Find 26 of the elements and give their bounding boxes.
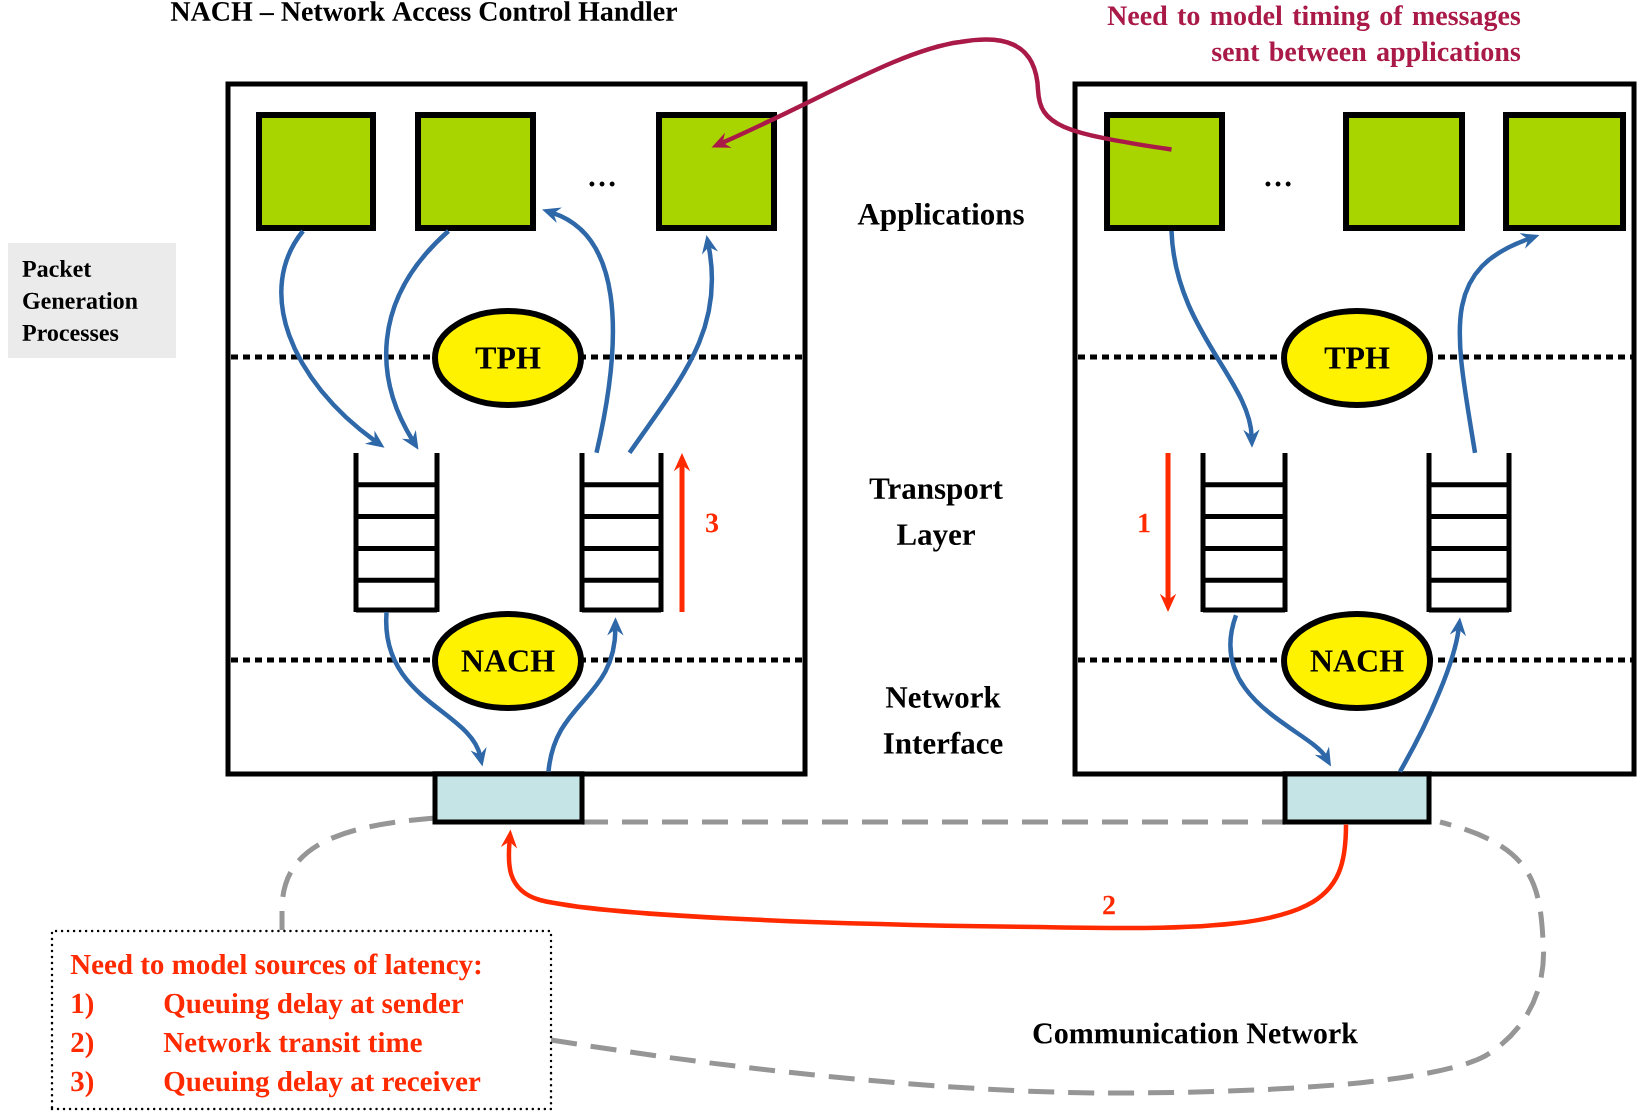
edge-label: 2 (1100, 893, 1118, 917)
layer-label: Transport Layer (869, 478, 1003, 552)
note-text: Need to model timing of messages sent between applications (1107, 5, 1521, 67)
application-box (256, 112, 376, 231)
interface-box (432, 771, 585, 825)
application-box (1104, 112, 1225, 231)
interface-box (1282, 771, 1432, 825)
layer-label: Applications (857, 202, 1024, 232)
ellipsis: … (589, 181, 615, 187)
queue-drawing (1426, 453, 1512, 613)
queue-drawing (579, 453, 664, 613)
step-number: 1 (1139, 513, 1150, 533)
application-box (656, 112, 777, 231)
layer-label: Network Interface (883, 686, 1003, 754)
queue-drawing (1200, 453, 1288, 613)
network-label: Communication Network (1033, 1022, 1358, 1044)
queue-drawing (353, 453, 440, 613)
arrow (500, 824, 1349, 931)
label-panel: Packet Generation Processes (8, 243, 176, 358)
application-box (1343, 112, 1465, 231)
step-number: 3 (706, 513, 719, 533)
note-box: Need to model sources of latency: 1) Queuing delay at sender 2) Network transit time 3) Queuing delay at receiver (50, 929, 553, 1111)
ellipsis: … (1265, 181, 1291, 187)
heading: NACH – Network Access Control Handler (170, 1, 677, 21)
application-box (1503, 112, 1626, 231)
application-box (415, 112, 536, 231)
